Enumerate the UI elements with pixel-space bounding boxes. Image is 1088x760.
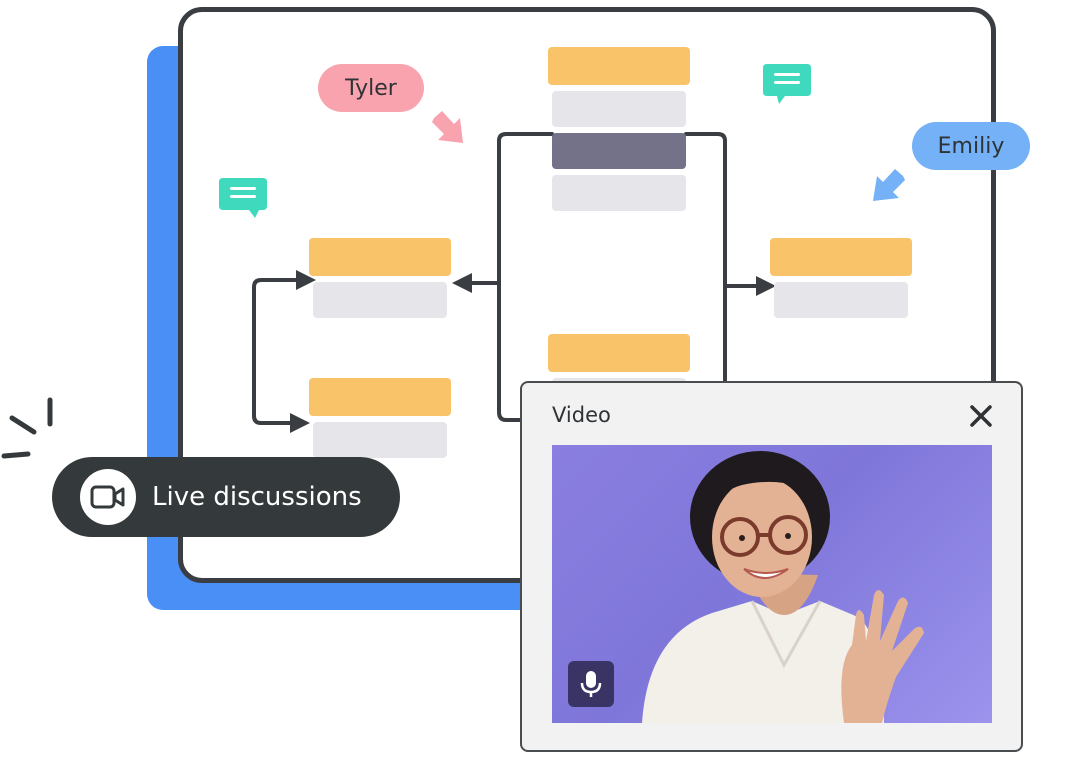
- arrowhead-bottom-left-card: [290, 413, 310, 433]
- arrowhead-right-card: [756, 276, 776, 296]
- cursor-label-emiliy: Emiliy: [912, 122, 1030, 170]
- video-window-title: Video: [552, 403, 611, 427]
- card-left-top[interactable]: [309, 238, 451, 318]
- connector-left-loop: [252, 278, 300, 425]
- card-row: [774, 282, 908, 318]
- card-left-bottom[interactable]: [309, 378, 451, 458]
- card-row: [552, 175, 686, 211]
- arrowhead-left-card: [452, 273, 472, 293]
- video-feed: [552, 445, 992, 723]
- comment-icon[interactable]: [219, 178, 269, 220]
- comment-icon[interactable]: [763, 64, 813, 106]
- live-discussions-label: Live discussions: [152, 482, 362, 512]
- video-window[interactable]: Video: [520, 381, 1023, 752]
- arrowhead-top-left-card: [296, 270, 316, 290]
- microphone-button[interactable]: [568, 661, 614, 707]
- close-icon[interactable]: [966, 401, 996, 431]
- card-row: [552, 91, 686, 127]
- card-center-top[interactable]: [548, 47, 690, 211]
- cursor-arrow-emiliy-icon: [873, 169, 905, 201]
- card-row: [313, 422, 447, 458]
- card-header: [770, 238, 912, 276]
- card-header: [309, 238, 451, 276]
- connector-center-right: [684, 132, 727, 382]
- participant-video-image: [642, 451, 924, 723]
- video-camera-icon: [80, 469, 136, 525]
- spark-lines-icon: [1, 397, 53, 459]
- microphone-icon: [580, 671, 602, 697]
- card-row: [313, 282, 447, 318]
- cursor-label-tyler: Tyler: [318, 64, 424, 112]
- card-row-selected: [552, 133, 686, 169]
- card-header: [548, 47, 690, 85]
- cursor-arrow-tyler-icon: [432, 111, 463, 143]
- card-right[interactable]: [770, 238, 912, 318]
- live-discussions-badge[interactable]: Live discussions: [52, 457, 400, 537]
- connector-center-left: [497, 132, 554, 422]
- card-header: [548, 334, 690, 372]
- card-header: [309, 378, 451, 416]
